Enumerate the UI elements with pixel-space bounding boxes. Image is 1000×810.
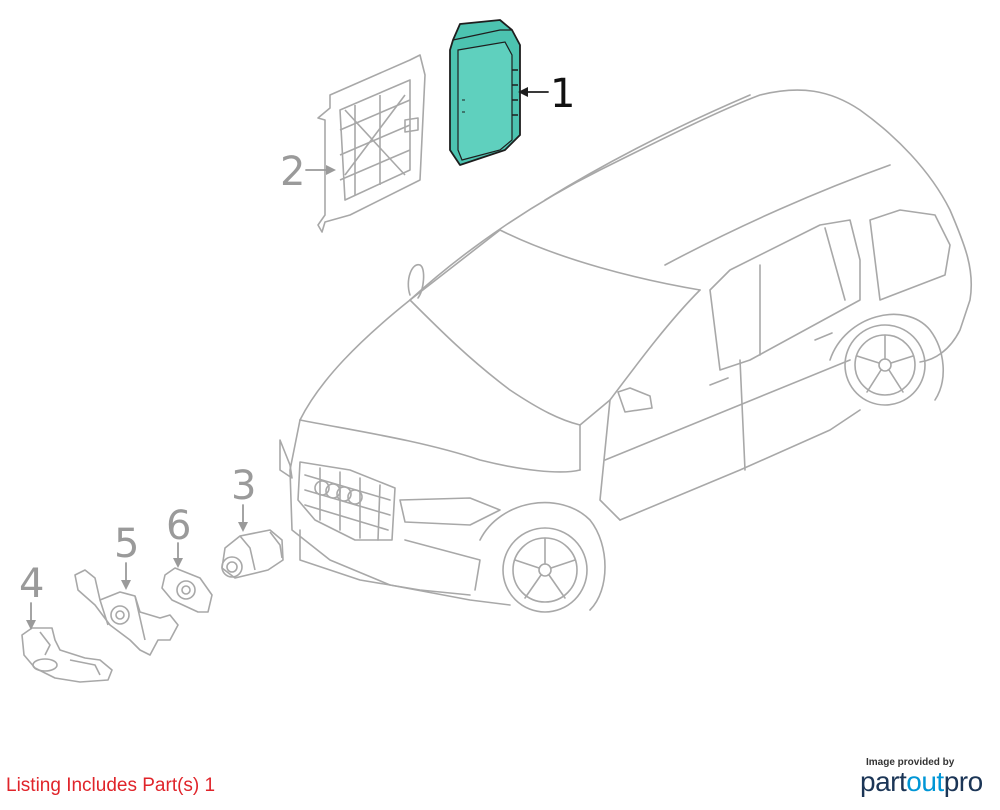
image-credit-text: Image provided by — [866, 757, 955, 768]
callout-5: 5 — [114, 521, 140, 567]
partoutpro-logo: partoutpro — [860, 766, 983, 798]
leader-lines — [26, 87, 549, 630]
part-4-bracket — [21, 627, 113, 683]
brand-part3: pro — [943, 766, 983, 797]
part-1-control-module — [449, 19, 521, 166]
callout-6: 6 — [166, 503, 192, 549]
callout-2: 2 — [280, 149, 306, 195]
brand-part1: part — [860, 766, 907, 797]
vehicle-outline — [279, 89, 973, 613]
callout-1: 1 — [550, 71, 576, 117]
callout-4: 4 — [19, 561, 45, 607]
brand-part2: out — [906, 766, 944, 797]
listing-note: Listing Includes Part(s) 1 — [6, 775, 216, 796]
part-3-sensor — [221, 529, 284, 579]
part-5-bracket — [74, 569, 179, 656]
part-2-bracket — [317, 54, 426, 233]
callout-3: 3 — [231, 463, 257, 509]
part-6-gasket — [161, 567, 213, 613]
